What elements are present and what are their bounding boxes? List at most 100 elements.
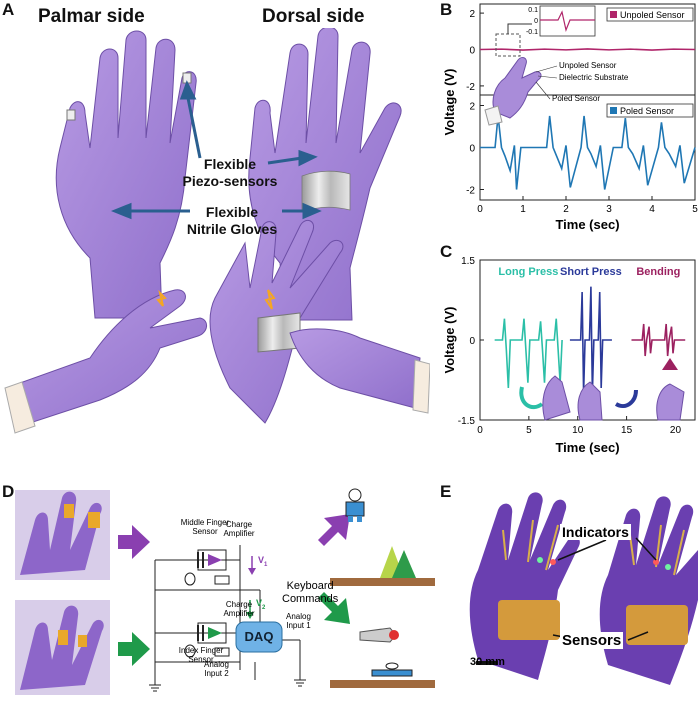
panel-label-a: A bbox=[2, 0, 15, 19]
ground-symbols bbox=[149, 679, 306, 692]
analog1-line-1: Analog bbox=[286, 612, 311, 621]
b-ytick-label: -2 bbox=[466, 186, 475, 197]
middle-sensor-line-1: Middle Finger bbox=[180, 518, 230, 527]
charge-amp-1-line-2: Amplifier bbox=[223, 529, 255, 538]
c-xtick-label: 20 bbox=[670, 425, 682, 436]
charge-amp-2-line-1: Charge bbox=[225, 600, 253, 609]
glove-label-line-2: Nitrile Gloves bbox=[186, 221, 278, 237]
game-scene-jump bbox=[330, 488, 435, 586]
indicator-pointer-right bbox=[635, 537, 657, 561]
b-legend-swatch bbox=[610, 11, 617, 18]
c-hand-sketch-2 bbox=[577, 381, 603, 421]
index-finger-source bbox=[184, 644, 196, 658]
charge-amplifier-label-1: Charge Amplifier bbox=[214, 520, 264, 538]
sensor-label-line-1: Flexible bbox=[203, 156, 257, 172]
game-scene-duck bbox=[330, 627, 435, 688]
arrow-purple-out bbox=[318, 514, 350, 546]
v2-text: V bbox=[256, 598, 263, 608]
c-xtick-label: 0 bbox=[477, 425, 483, 436]
b-annotation-pointer-1 bbox=[535, 65, 558, 73]
panel-e-photo bbox=[458, 490, 700, 701]
c-series-line bbox=[569, 286, 612, 394]
charge-amp-1-line-1: Charge bbox=[225, 520, 253, 529]
daq-box bbox=[235, 621, 283, 653]
c-ytick-label: 1.5 bbox=[461, 256, 475, 267]
b-inset-frame bbox=[539, 5, 596, 37]
index-finger-sensor-label: Index Finger Sensor bbox=[166, 646, 236, 664]
index-finger-resistor bbox=[214, 647, 230, 657]
b-inset-tick: -0.1 bbox=[526, 29, 538, 36]
panel-a-illustration bbox=[4, 28, 430, 434]
b-ytick-label: -2 bbox=[466, 82, 475, 93]
scale-label: 30 mm bbox=[470, 656, 505, 668]
b-xtick-label: 0 bbox=[477, 204, 483, 215]
analog2-line-1: Analog bbox=[204, 660, 229, 669]
photo-glove-left bbox=[469, 492, 580, 680]
b-ylabel: Voltage (V) bbox=[442, 69, 457, 136]
c-series-line bbox=[631, 323, 686, 357]
keyboard-line-2: Commands bbox=[282, 593, 339, 605]
b-xtick-label: 2 bbox=[563, 204, 569, 215]
c-arrow-bending bbox=[662, 358, 678, 370]
sensors-label: Sensors bbox=[560, 632, 624, 649]
analog-input-2-label: Analog Input 2 bbox=[204, 660, 229, 678]
palmar-side-title: Palmar side bbox=[38, 6, 145, 27]
b-glove-cuff bbox=[484, 105, 503, 126]
v1-sub: 1 bbox=[264, 561, 268, 568]
analog2-line-2: Input 2 bbox=[204, 669, 229, 678]
indicator-pointer-left bbox=[557, 539, 607, 561]
c-ytick-label: -1.5 bbox=[458, 416, 476, 427]
c-series-line bbox=[494, 318, 563, 389]
b-ytick-label: 2 bbox=[469, 9, 475, 20]
sensor-label-line-2: Piezo-sensors bbox=[182, 173, 278, 189]
b-ytick-label: 0 bbox=[469, 144, 475, 155]
c-xtick-label: 15 bbox=[621, 425, 633, 436]
daq-label: DAQ bbox=[244, 629, 274, 644]
b-inset-tick: 0.1 bbox=[528, 7, 538, 14]
c-xtick-label: 5 bbox=[526, 425, 532, 436]
b-inset-zoom-box bbox=[495, 33, 521, 57]
b-legend-box bbox=[606, 7, 694, 22]
callout-arrows bbox=[110, 80, 322, 220]
c-arrow-short-press bbox=[614, 389, 638, 409]
indicators-label: Indicators bbox=[560, 524, 631, 540]
charge-amplifier-label-2: Charge Amplifier bbox=[214, 600, 264, 618]
c-hand-sketch-3 bbox=[656, 383, 685, 421]
pinch-glove bbox=[4, 289, 207, 434]
v1-text: V bbox=[258, 555, 265, 565]
b-legend-swatch bbox=[610, 107, 617, 114]
c-ylabel: Voltage (V) bbox=[442, 307, 457, 374]
b-inset-leader bbox=[507, 23, 532, 34]
b-xlabel: Time (sec) bbox=[555, 217, 619, 232]
c-xlabel: Time (sec) bbox=[555, 440, 619, 455]
c-ytick-label: 0 bbox=[469, 336, 475, 347]
b-glove-sketch bbox=[492, 56, 542, 119]
flexible-piezo-sensors-label: Flexible Piezo-sensors bbox=[170, 156, 290, 190]
c-xtick-label: 10 bbox=[572, 425, 584, 436]
v2-label: V2 bbox=[256, 598, 265, 611]
panel-label-e: E bbox=[440, 482, 452, 501]
middle-sensor-line-2: Sensor bbox=[192, 527, 218, 536]
charge-amplifier-1 bbox=[197, 549, 227, 571]
v1-label: V1 bbox=[258, 555, 267, 568]
b-legend-label: Unpoled Sensor bbox=[620, 10, 685, 20]
c-series-label: Long Press bbox=[498, 266, 558, 278]
analog-input-1-label: Analog Input 1 bbox=[286, 612, 311, 630]
panel-d-diagram bbox=[15, 488, 435, 695]
b-series-line bbox=[479, 48, 696, 51]
b-annotation-pointer-3 bbox=[535, 81, 551, 100]
b-annotation-poled: Poled Sensor bbox=[552, 94, 600, 103]
glove-label-line-1: Flexible bbox=[205, 204, 259, 220]
indicator-leds bbox=[537, 557, 671, 570]
arrow-green-in bbox=[118, 632, 150, 666]
middle-finger-resistor bbox=[214, 575, 230, 585]
flexible-nitrile-gloves-label: Flexible Nitrile Gloves bbox=[162, 204, 302, 238]
keyboard-commands-label: Keyboard Commands bbox=[282, 580, 338, 606]
arrow-purple-in bbox=[118, 525, 150, 559]
charge-amp-2-line-2: Amplifier bbox=[223, 609, 255, 618]
b-annotation-pointer-2 bbox=[537, 75, 558, 79]
b-inset-tick: 0 bbox=[534, 18, 538, 25]
b-legend-box bbox=[606, 103, 694, 118]
